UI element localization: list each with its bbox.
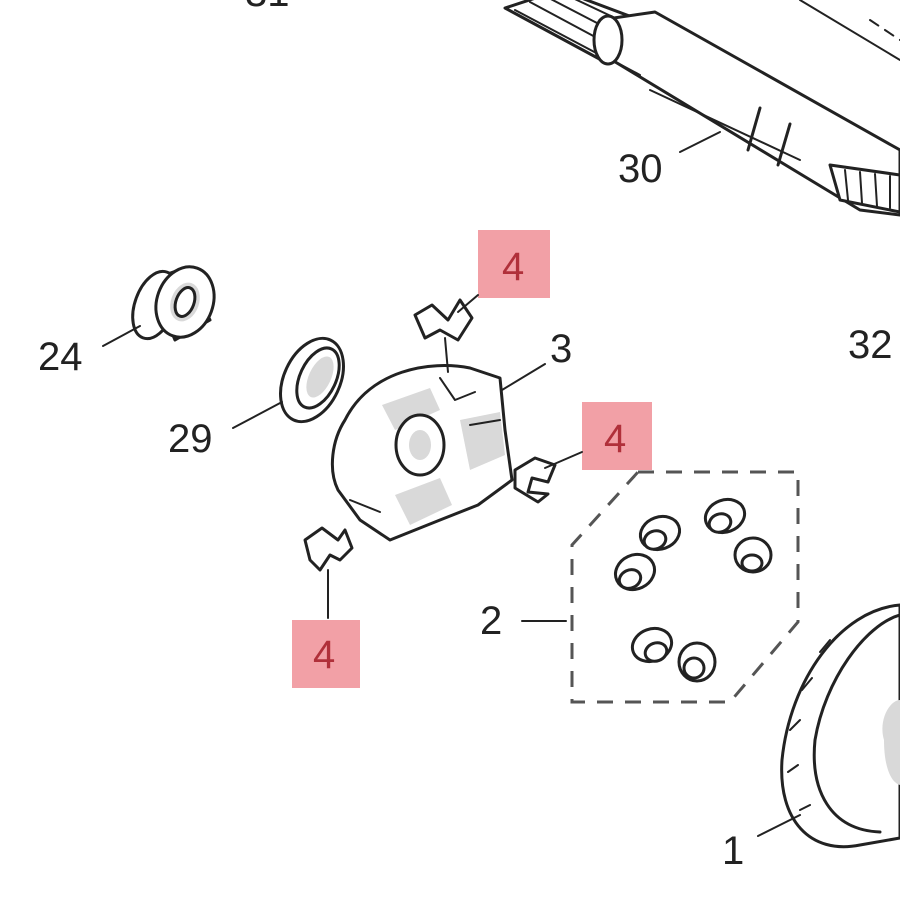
weight-set-group (570, 470, 800, 704)
leader-slider-right (544, 451, 583, 469)
leader-cam (501, 363, 546, 391)
slider-top-part (413, 298, 474, 373)
sheave-part (780, 603, 900, 849)
callout-shaft: 30 (618, 147, 663, 191)
callout-cam: 3 (550, 327, 572, 371)
callout-slider-top: 4 (478, 230, 550, 298)
roller-weight (638, 514, 682, 552)
callout-slider-right: 4 (582, 402, 652, 470)
svg-text:4: 4 (604, 417, 626, 461)
roller-weight (677, 641, 717, 683)
callout-oil-seal: 29 (168, 417, 213, 461)
roller-weight (614, 552, 656, 592)
roller-weight (630, 626, 674, 664)
leader-slider-top (457, 294, 479, 313)
svg-text:4: 4 (313, 633, 335, 677)
callout-partial-right: 32 (848, 323, 893, 367)
bearing-part (131, 265, 216, 342)
callout-weight-set: 2 (480, 599, 502, 643)
shaft-part (503, 0, 900, 217)
roller-weight (703, 497, 747, 535)
leader-bearing (102, 325, 141, 347)
oil-seal-part (279, 336, 345, 424)
leader-shaft (679, 131, 721, 153)
roller-weight (733, 536, 773, 574)
slider-right-part (513, 456, 557, 504)
callout-slider-bottom: 4 (292, 620, 360, 688)
cam-part (330, 364, 514, 542)
slider-bottom-part (303, 526, 354, 619)
leader-sheave (757, 814, 801, 837)
callout-partial-top: 31 (245, 0, 290, 15)
leader-oil-seal (232, 401, 283, 429)
callout-sheave: 1 (722, 829, 744, 873)
callout-bearing: 24 (38, 335, 83, 379)
svg-text:4: 4 (502, 245, 524, 289)
